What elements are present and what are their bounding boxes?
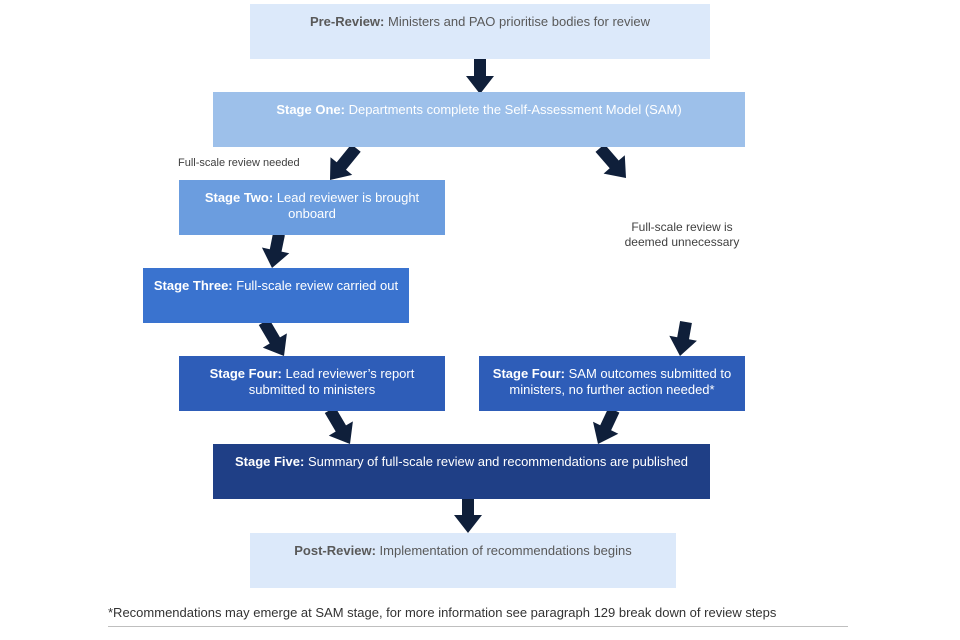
stage-five-box: Stage Five: Summary of full-scale review… [213,444,710,499]
arrow-five-to-post [454,498,482,533]
stage-four-left-text: Lead reviewer’s report submitted to mini… [248,366,415,397]
arrow-one-to-unnecessary [595,144,626,178]
stage-four-right-text: SAM outcomes submitted to ministers, no … [509,366,732,397]
arrow-pre-to-one [466,58,494,94]
pre-review-box: Pre-Review: Ministers and PAO prioritise… [250,4,710,59]
arrow-unnecessary-to-four-right [669,321,697,356]
post-review-text: Implementation of recommendations begins [379,543,632,558]
stage-three-text: Full-scale review carried out [236,278,399,293]
pre-review-text: Ministers and PAO prioritise bodies for … [388,14,651,29]
stage-five-heading: Stage Five: [234,454,305,469]
stage-two-box: Stage Two: Lead reviewer is brought onbo… [179,180,445,235]
stage-five-text: Summary of full-scale review and recomme… [307,454,689,469]
full-scale-needed-note: Full-scale review needed [178,157,300,169]
arrow-four-right-to-five [593,407,620,444]
arrow-one-to-two [330,144,361,180]
arrow-two-to-three [261,232,290,268]
post-review-box: Post-Review: Implementation of recommend… [250,533,676,588]
stage-four-right-heading: Stage Four: [492,366,566,381]
stage-three-heading: Stage Three: [153,278,233,293]
stage-two-heading: Stage Two: [204,190,274,205]
stage-one-heading: Stage One: [276,102,345,117]
arrow-four-left-to-five [324,407,353,444]
full-scale-unnecessary-note: Full-scale review is deemed unnecessary [624,220,740,249]
stage-one-box: Stage One: Departments complete the Self… [213,92,745,147]
stage-two-text: Lead reviewer is brought onboard [276,190,420,221]
stage-four-right-box: Stage Four: SAM outcomes submitted to mi… [479,356,745,411]
stage-four-left-heading: Stage Four: [209,366,282,381]
stage-three-box: Stage Three: Full-scale review carried o… [143,268,409,323]
pre-review-heading: Pre-Review: [309,14,385,29]
stage-four-left-box: Stage Four: Lead reviewer’s report submi… [179,356,445,411]
arrow-three-to-four-left [258,319,287,356]
stage-one-text: Departments complete the Self-Assessment… [348,102,682,117]
post-review-heading: Post-Review: [294,543,376,558]
footnote: *Recommendations may emerge at SAM stage… [108,605,848,627]
